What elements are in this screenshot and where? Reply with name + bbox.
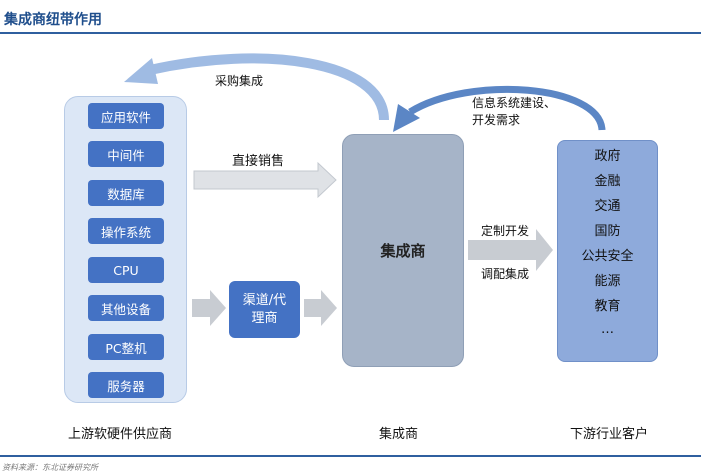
vendor-item: 操作系统: [88, 218, 164, 244]
customer-item: 政府: [594, 149, 621, 164]
upstream-caption: 上游软硬件供应商: [68, 427, 173, 442]
channel-label-line2: 理商: [251, 310, 278, 326]
channel-to-integrator-arrow: [304, 290, 337, 326]
upstream-to-channel-arrow: [192, 290, 226, 326]
vendor-item: 应用软件: [88, 103, 164, 129]
channel-agent-box: 渠道/代 理商: [229, 281, 300, 338]
integrator-caption: 集成商: [379, 427, 419, 442]
integrator-to-customer-arrow: [468, 229, 553, 271]
customer-panel: [557, 140, 658, 362]
customer-item: 国防: [594, 224, 621, 239]
procurement-arrowhead: [124, 58, 158, 84]
custom-dev-label: 定制开发: [481, 224, 530, 238]
requirements-arrowhead: [393, 104, 420, 132]
vendor-item: 中间件: [88, 141, 164, 167]
vendor-item: 数据库: [88, 180, 164, 206]
direct-sales-arrow: [193, 161, 337, 199]
customer-item: …: [601, 322, 614, 337]
integrator-box: [342, 134, 464, 367]
procurement-label: 采购集成: [215, 74, 264, 88]
requirements-label-line2: 开发需求: [472, 113, 521, 127]
vendor-item: 其他设备: [88, 295, 164, 321]
page-title: 集成商纽带作用: [4, 12, 102, 28]
integrator-label: 集成商: [380, 242, 426, 260]
channel-label-line1: 渠道/代: [242, 292, 287, 308]
customer-item: 交通: [594, 199, 621, 214]
bottom-divider: [0, 455, 701, 457]
vendor-item: 服务器: [88, 372, 164, 398]
procurement-arc: [148, 53, 389, 121]
requirements-label-line1: 信息系统建设、: [472, 96, 557, 110]
integration-label: 调配集成: [481, 267, 530, 281]
vendor-item: PC整机: [88, 334, 164, 360]
customer-caption: 下游行业客户: [570, 427, 649, 442]
direct-sales-label: 直接销售: [232, 154, 285, 169]
customer-item: 教育: [594, 299, 621, 314]
vendor-item: CPU: [88, 257, 164, 283]
title-divider: [0, 32, 701, 34]
customer-item: 能源: [594, 274, 621, 289]
source-note: 资料来源：东北证券研究所: [2, 463, 98, 472]
customer-item: 公共安全: [581, 249, 634, 264]
requirements-arc: [408, 85, 606, 131]
customer-item: 金融: [594, 174, 621, 189]
